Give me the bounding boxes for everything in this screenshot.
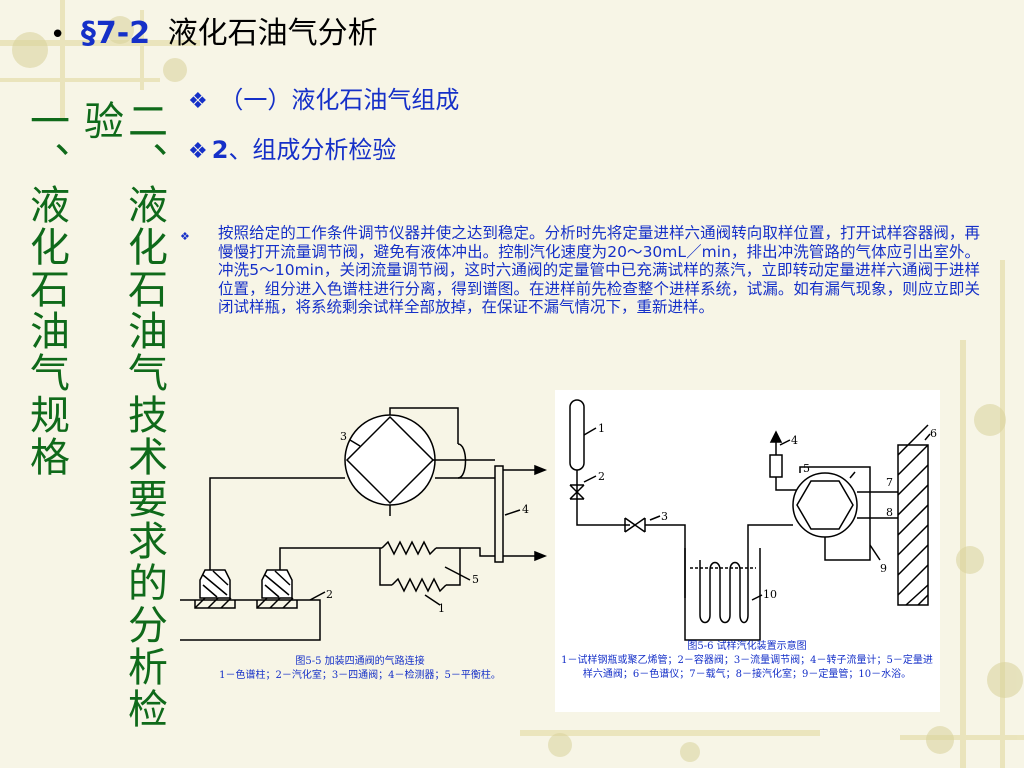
title-bullet: • <box>50 20 66 50</box>
subtitle-text: （一）液化石油气组成 <box>219 86 460 114</box>
figure2-caption: 图5-6 试样汽化装置示意图 1－试样钢瓶或聚乙烯管；2－容器阀；3－流量调节阀… <box>560 640 934 682</box>
figure1-caption-desc: 1－色谱柱；2－汽化室；3－四通阀；4－检测器；5－平衡柱。 <box>219 670 501 681</box>
subtitle-analysis: ❖2、组成分析检验 <box>188 130 396 165</box>
fig2-label-9: 9 <box>880 562 887 575</box>
fig2-label-10: 10 <box>763 588 777 601</box>
subtitle-number: 2 <box>211 136 229 164</box>
diamond-bullet-icon: ❖ <box>188 89 208 114</box>
fig2-label-4: 4 <box>791 434 798 447</box>
column-fitting-right <box>261 569 293 599</box>
fig1-label-3: 3 <box>340 430 347 443</box>
side-heading-2: 二、液化石油气技术要求的分析检验 <box>77 100 167 730</box>
subtitle-composition: ❖ （一）液化石油气组成 <box>188 80 459 115</box>
column-fitting-left <box>199 569 231 599</box>
section-number: §7-2 <box>80 16 151 51</box>
fig1-label-4: 4 <box>522 503 529 516</box>
figure1-labels: 3 4 5 1 2 <box>326 430 529 615</box>
fig2-label-3: 3 <box>661 510 668 523</box>
side-heading-1: 一、液化石油气规格 <box>23 100 69 478</box>
subtitle-text: 、组成分析检验 <box>228 136 397 164</box>
fig2-label-8: 8 <box>886 506 893 519</box>
fig2-label-6: 6 <box>930 427 937 440</box>
fig2-label-2: 2 <box>598 470 605 483</box>
fig2-label-1: 1 <box>598 422 605 435</box>
diamond-bullet-icon: ❖ <box>188 139 208 164</box>
page-title: • §7-2 液化石油气分析 <box>50 8 378 52</box>
fig1-label-5: 5 <box>472 573 479 586</box>
figure1-caption-title: 图5-5 加装四通阀的气路连接 <box>295 656 425 667</box>
fig1-label-2: 2 <box>326 588 333 601</box>
fig2-label-5: 5 <box>803 462 810 475</box>
fig1-label-1: 1 <box>438 602 445 615</box>
figure1-drawing <box>180 407 548 641</box>
figure1-caption: 图5-5 加装四通阀的气路连接 1－色谱柱；2－汽化室；3－四通阀；4－检测器；… <box>200 655 520 683</box>
paragraph-bullet-icon: ❖ <box>180 230 190 243</box>
figure2-caption-title: 图5-6 试样汽化装置示意图 <box>687 641 807 652</box>
figure2-labels: 1 2 3 4 5 6 7 8 9 10 <box>598 422 937 601</box>
figure2-caption-desc: 1－试样钢瓶或聚乙烯管；2－容器阀；3－流量调节阀；4－转子流量计；5－定量进样… <box>561 655 933 680</box>
figure2-drawing <box>569 399 931 641</box>
fig2-label-7: 7 <box>886 476 893 489</box>
body-paragraph: 按照给定的工作条件调节仪器并使之达到稳定。分析时先将定量进样六通阀转向取样位置，… <box>218 224 980 316</box>
title-text: 液化石油气分析 <box>167 16 378 51</box>
